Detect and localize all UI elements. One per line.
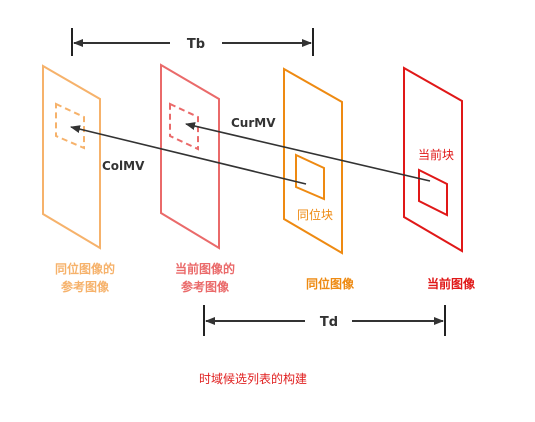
colmv-label: ColMV bbox=[102, 159, 145, 173]
td-label: Td bbox=[320, 315, 338, 330]
cur-pic-label: 当前图像 bbox=[427, 276, 476, 291]
cur-ref-frame bbox=[160, 63, 220, 250]
col-ref-label-line2: 参考图像 bbox=[61, 279, 110, 294]
tb-interval: Tb bbox=[71, 28, 314, 56]
td-interval: Td bbox=[203, 305, 446, 336]
col-frame bbox=[283, 67, 343, 255]
col-block-label: 同位块 bbox=[297, 207, 333, 222]
colmv-arrow bbox=[70, 125, 307, 185]
col-block bbox=[295, 153, 325, 201]
col-pic-label: 同位图像 bbox=[306, 276, 355, 291]
col-ref-block bbox=[55, 102, 85, 150]
col-ref-label-line1: 同位图像的 bbox=[55, 261, 115, 276]
col-ref-frame bbox=[42, 64, 101, 250]
cur-ref-block bbox=[169, 102, 199, 151]
cur-ref-label-line2: 参考图像 bbox=[181, 279, 230, 294]
cur-ref-label-line1: 当前图像的 bbox=[175, 261, 235, 276]
curmv-arrow bbox=[185, 122, 431, 182]
cur-block-label: 当前块 bbox=[418, 147, 454, 162]
cur-frame bbox=[403, 66, 463, 253]
diagram-caption: 时域候选列表的构建 bbox=[199, 371, 307, 386]
cur-block bbox=[418, 168, 448, 217]
curmv-label: CurMV bbox=[231, 116, 276, 130]
tb-label: Tb bbox=[187, 37, 205, 52]
